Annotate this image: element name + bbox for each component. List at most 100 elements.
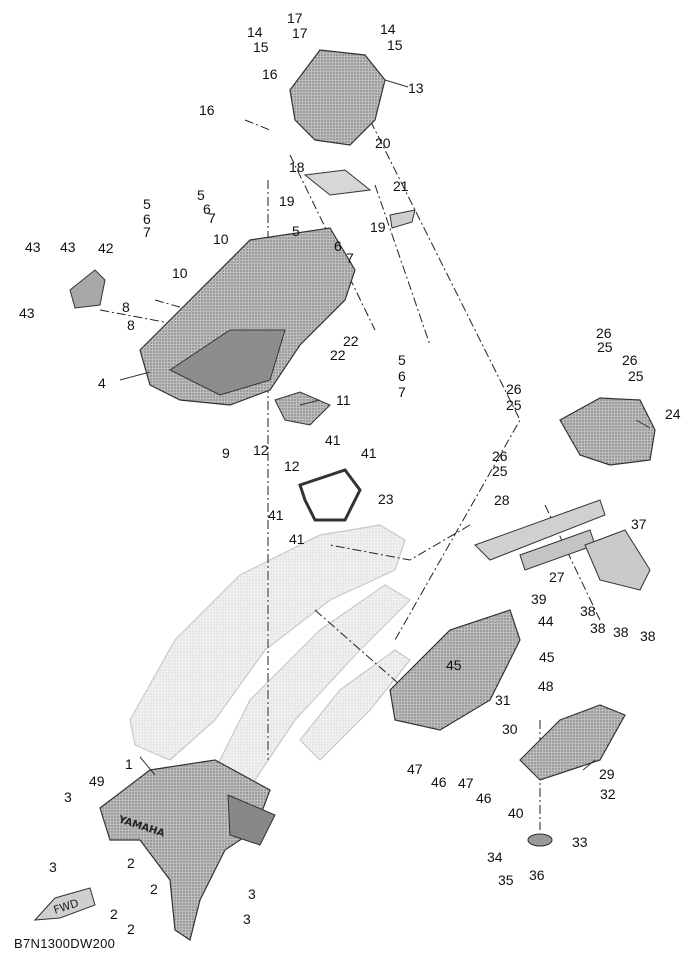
callout-46: 46 — [431, 774, 447, 790]
callout-47: 47 — [407, 761, 423, 777]
callout-26: 26 — [506, 381, 522, 397]
callout-5: 5 — [398, 352, 406, 368]
callout-7: 7 — [143, 224, 151, 240]
callout-41: 41 — [361, 445, 377, 461]
callout-41: 41 — [268, 507, 284, 523]
callout-7: 7 — [208, 210, 216, 226]
callout-16: 16 — [262, 66, 278, 82]
callout-47: 47 — [458, 775, 474, 791]
callout-28: 28 — [494, 492, 510, 508]
seat-base — [139, 227, 356, 406]
callout-16: 16 — [199, 102, 215, 118]
callout-38: 38 — [640, 628, 656, 644]
callout-25: 25 — [506, 397, 522, 413]
bracket-42 — [69, 269, 106, 309]
callout-34: 34 — [487, 849, 503, 865]
callout-30: 30 — [502, 721, 518, 737]
callout-25: 25 — [628, 368, 644, 384]
callout-6: 6 — [398, 368, 406, 384]
callout-43: 43 — [60, 239, 76, 255]
callout-4: 4 — [98, 375, 106, 391]
callout-41: 41 — [289, 531, 305, 547]
callout-26: 26 — [596, 325, 612, 341]
callout-24: 24 — [665, 406, 681, 422]
callout-12: 12 — [253, 442, 269, 458]
callout-21: 21 — [393, 178, 409, 194]
tail-cover — [559, 397, 656, 466]
callout-10: 10 — [172, 265, 188, 281]
callout-39: 39 — [531, 591, 547, 607]
callout-2: 2 — [127, 855, 135, 871]
callout-15: 15 — [253, 39, 269, 55]
callout-13: 13 — [408, 80, 424, 96]
under-panel — [389, 609, 521, 731]
callout-6: 6 — [143, 211, 151, 227]
callout-35: 35 — [498, 872, 514, 888]
callout-43: 43 — [19, 305, 35, 321]
callout-leaders — [119, 79, 651, 776]
callout-27: 27 — [549, 569, 565, 585]
callout-8: 8 — [127, 317, 135, 333]
callout-26: 26 — [492, 448, 508, 464]
callout-22: 22 — [343, 333, 359, 349]
callout-40: 40 — [508, 805, 524, 821]
rear-fender: YAMAHA — [99, 759, 276, 941]
callout-5: 5 — [292, 223, 300, 239]
callout-23: 23 — [378, 491, 394, 507]
callout-44: 44 — [538, 613, 554, 629]
callout-2: 2 — [150, 881, 158, 897]
callout-29: 29 — [599, 766, 615, 782]
callout-6: 6 — [203, 201, 211, 217]
callout-22: 22 — [330, 347, 346, 363]
callout-18: 18 — [289, 159, 305, 175]
callout-25: 25 — [492, 463, 508, 479]
callout-49: 49 — [89, 773, 105, 789]
callout-48: 48 — [538, 678, 554, 694]
callout-46: 46 — [476, 790, 492, 806]
callout-5: 5 — [197, 187, 205, 203]
callout-26: 26 — [622, 352, 638, 368]
callout-45: 45 — [446, 657, 462, 673]
callout-38: 38 — [580, 603, 596, 619]
callout-15: 15 — [387, 37, 403, 53]
callout-3: 3 — [248, 886, 256, 902]
callout-1: 1 — [125, 756, 133, 772]
callout-38: 38 — [613, 624, 629, 640]
bracket-18 — [303, 169, 372, 196]
callout-11: 11 — [336, 392, 351, 408]
callout-31: 31 — [495, 692, 511, 708]
callout-8: 8 — [122, 299, 130, 315]
frame-ghost — [129, 524, 411, 796]
bracket-top — [289, 49, 386, 146]
callout-43: 43 — [25, 239, 41, 255]
reflector — [527, 833, 553, 847]
callout-41: 41 — [325, 432, 341, 448]
callout-14: 14 — [247, 24, 263, 40]
callout-3: 3 — [64, 789, 72, 805]
callout-45: 45 — [539, 649, 555, 665]
callout-7: 7 — [346, 250, 354, 266]
callout-2: 2 — [127, 921, 135, 937]
callout-20: 20 — [375, 135, 391, 151]
stay-28 — [474, 499, 606, 561]
callout-17: 17 — [292, 25, 308, 41]
callout-25: 25 — [597, 339, 613, 355]
callout-5: 5 — [143, 196, 151, 212]
callout-9: 9 — [222, 445, 230, 461]
callout-38: 38 — [590, 620, 606, 636]
callout-10: 10 — [213, 231, 229, 247]
callout-33: 33 — [572, 834, 588, 850]
diagram-code: B7N1300DW200 — [14, 936, 116, 951]
callout-36: 36 — [529, 867, 545, 883]
callout-32: 32 — [600, 786, 616, 802]
callout-14: 14 — [380, 21, 396, 37]
forward-arrow-icon: FWD — [33, 887, 96, 921]
callout-12: 12 — [284, 458, 300, 474]
license-bracket — [519, 704, 626, 781]
callout-37: 37 — [631, 516, 647, 532]
callout-3: 3 — [243, 911, 251, 927]
bracket-23 — [298, 468, 362, 522]
callout-7: 7 — [398, 384, 406, 400]
